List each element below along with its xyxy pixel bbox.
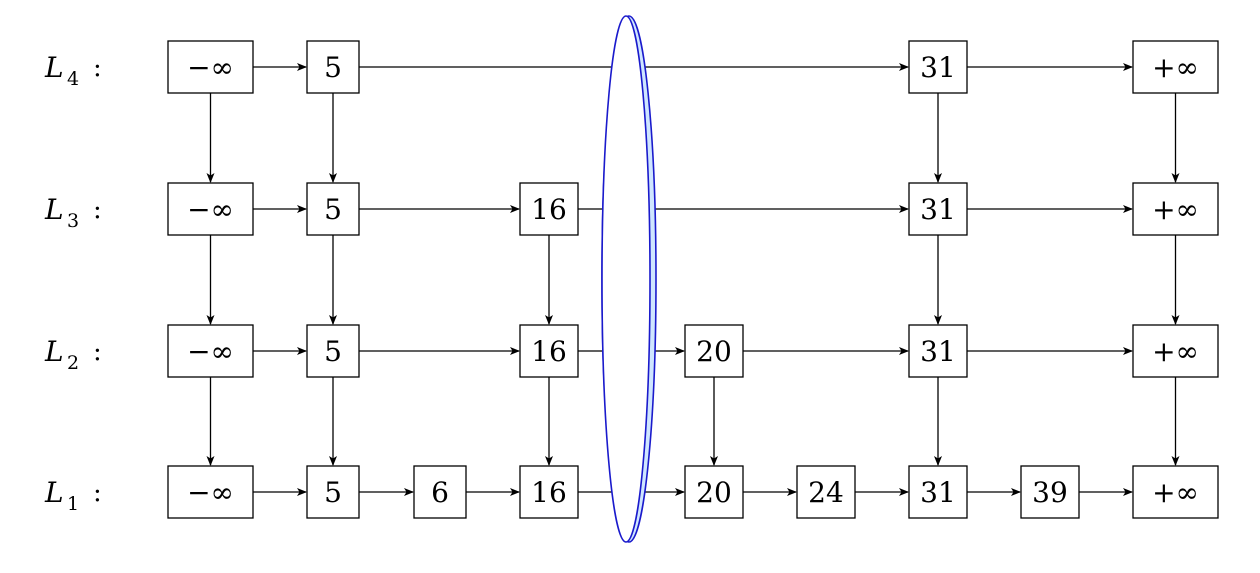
skip-list-node: 5: [306, 465, 360, 519]
node-label: 16: [531, 476, 567, 509]
node-label: −∞: [187, 335, 234, 368]
skip-list-node: 39: [1020, 465, 1080, 519]
node-box: [306, 40, 360, 94]
node-label: 39: [1032, 476, 1068, 509]
node-label: −∞: [187, 476, 234, 509]
node-box: [519, 182, 579, 236]
node-box: [167, 182, 254, 236]
node-box: [306, 324, 360, 378]
node-box: [306, 182, 360, 236]
level-label-colon: :: [93, 195, 102, 225]
skip-list-node: 6: [413, 465, 467, 519]
level-label-name: L: [44, 335, 64, 368]
node-label: 31: [920, 51, 956, 84]
skip-list-node: −∞: [167, 40, 254, 94]
node-label: 5: [324, 335, 342, 368]
search-position-ellipse: [601, 15, 657, 543]
skip-list-node: +∞: [1132, 324, 1219, 378]
level-label-subscript: 4: [67, 68, 79, 90]
node-box: [306, 465, 360, 519]
skip-list-node: 5: [306, 324, 360, 378]
level-label-colon: :: [93, 53, 102, 83]
skip-list-node: −∞: [167, 324, 254, 378]
node-label: 16: [531, 193, 567, 226]
skip-list-node: 16: [519, 465, 579, 519]
node-label: 20: [696, 335, 732, 368]
node-box: [908, 324, 968, 378]
skip-list-node: 16: [519, 324, 579, 378]
node-label: 6: [431, 476, 449, 509]
node-label: +∞: [1152, 193, 1199, 226]
skip-list-node: 20: [684, 324, 744, 378]
node-box: [519, 324, 579, 378]
skip-list-node: +∞: [1132, 465, 1219, 519]
skip-list-node: 24: [796, 465, 856, 519]
level-label-name: L: [44, 193, 64, 226]
node-label: 20: [696, 476, 732, 509]
node-label: 31: [920, 335, 956, 368]
skip-list-node: 5: [306, 182, 360, 236]
skip-list-node: 5: [306, 40, 360, 94]
skip-list-node: −∞: [167, 182, 254, 236]
node-box: [908, 465, 968, 519]
level-label-name: L: [44, 51, 64, 84]
nodes: −∞ 5 31 +∞ −∞ 5 16 31 +∞ −∞ 5 16 20 31 +∞ −∞ 5 6 16 20 24 31 3…: [167, 40, 1219, 519]
level-label-subscript: 1: [67, 493, 79, 515]
level-label-subscript: 2: [67, 352, 79, 374]
level-label-colon: :: [93, 337, 102, 367]
skip-list-node: 31: [908, 40, 968, 94]
node-box: [167, 324, 254, 378]
edges: [206, 63, 1180, 496]
skip-list-node: −∞: [167, 465, 254, 519]
skip-list-node: +∞: [1132, 182, 1219, 236]
skip-list-node: 31: [908, 182, 968, 236]
node-label: 5: [324, 193, 342, 226]
node-label: −∞: [187, 51, 234, 84]
node-box: [1132, 465, 1219, 519]
node-box: [684, 465, 744, 519]
node-box: [908, 182, 968, 236]
node-box: [908, 40, 968, 94]
node-box: [413, 465, 467, 519]
node-box: [1020, 465, 1080, 519]
node-box: [167, 465, 254, 519]
node-box: [684, 324, 744, 378]
ellipse-front: [601, 15, 651, 543]
node-label: +∞: [1152, 476, 1199, 509]
node-box: [167, 40, 254, 94]
skip-list-node: 31: [908, 324, 968, 378]
skip-list-node: 16: [519, 182, 579, 236]
skip-list-node: 20: [684, 465, 744, 519]
node-label: 5: [324, 476, 342, 509]
node-label: −∞: [187, 193, 234, 226]
level-label-colon: :: [93, 478, 102, 508]
node-label: 5: [324, 51, 342, 84]
level-label-subscript: 3: [67, 210, 79, 232]
node-label: +∞: [1152, 335, 1199, 368]
node-box: [1132, 324, 1219, 378]
node-box: [519, 465, 579, 519]
skip-list-node: 31: [908, 465, 968, 519]
node-box: [1132, 40, 1219, 94]
node-label: 31: [920, 193, 956, 226]
skip-list-node: +∞: [1132, 40, 1219, 94]
node-box: [1132, 182, 1219, 236]
node-label: 31: [920, 476, 956, 509]
node-label: 24: [808, 476, 844, 509]
level-label-name: L: [44, 476, 64, 509]
node-box: [796, 465, 856, 519]
node-label: 16: [531, 335, 567, 368]
node-label: +∞: [1152, 51, 1199, 84]
